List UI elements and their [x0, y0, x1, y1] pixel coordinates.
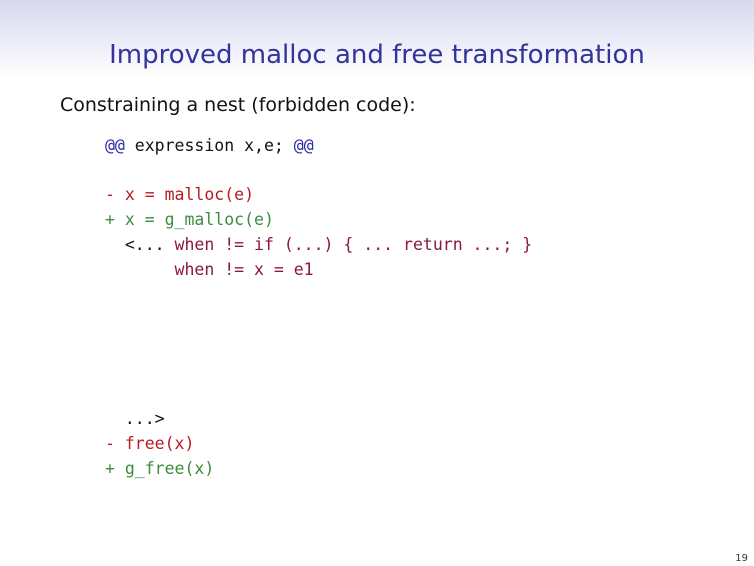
code-line-nest-end: ...> [105, 409, 165, 428]
slide-title: Improved malloc and free transformation [109, 40, 645, 70]
code-line-when: when != x = e1 [105, 260, 314, 279]
code-line-nest: <... when != if (...) { ... return ...; … [105, 235, 532, 254]
code-line-plus: + x = g_malloc(e) [105, 210, 274, 229]
slide-subtitle: Constraining a nest (forbidden code): [60, 94, 416, 116]
slide-header [0, 0, 754, 80]
code-line-minus: - free(x) [105, 434, 195, 453]
code-token: @@ [105, 136, 125, 155]
code-line-minus: - x = malloc(e) [105, 185, 255, 204]
page-number: 19 [735, 553, 748, 564]
code-token: when != if (...) { ... return ...; } [174, 235, 533, 254]
code-token: @@ [293, 136, 314, 155]
code-token: expression x,e; [124, 136, 294, 155]
code-line-plus: + g_free(x) [105, 459, 215, 478]
code-line-header: @@ expression x,e; @@ [105, 136, 314, 155]
code-token: <... [105, 235, 175, 254]
